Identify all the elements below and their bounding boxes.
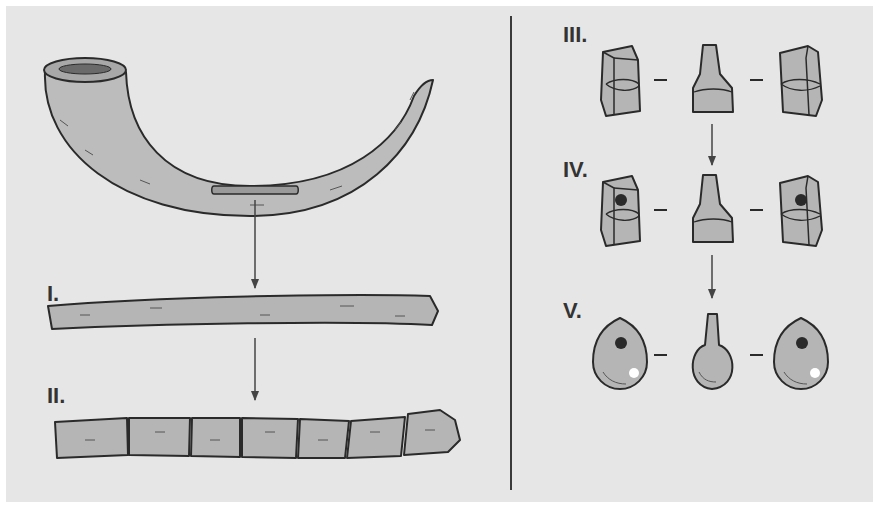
step-label: III. [563, 24, 587, 46]
step-label: V. [563, 300, 582, 322]
step-label: I. [47, 283, 59, 305]
step-label: IV. [563, 159, 588, 181]
step-label: II. [47, 385, 65, 407]
